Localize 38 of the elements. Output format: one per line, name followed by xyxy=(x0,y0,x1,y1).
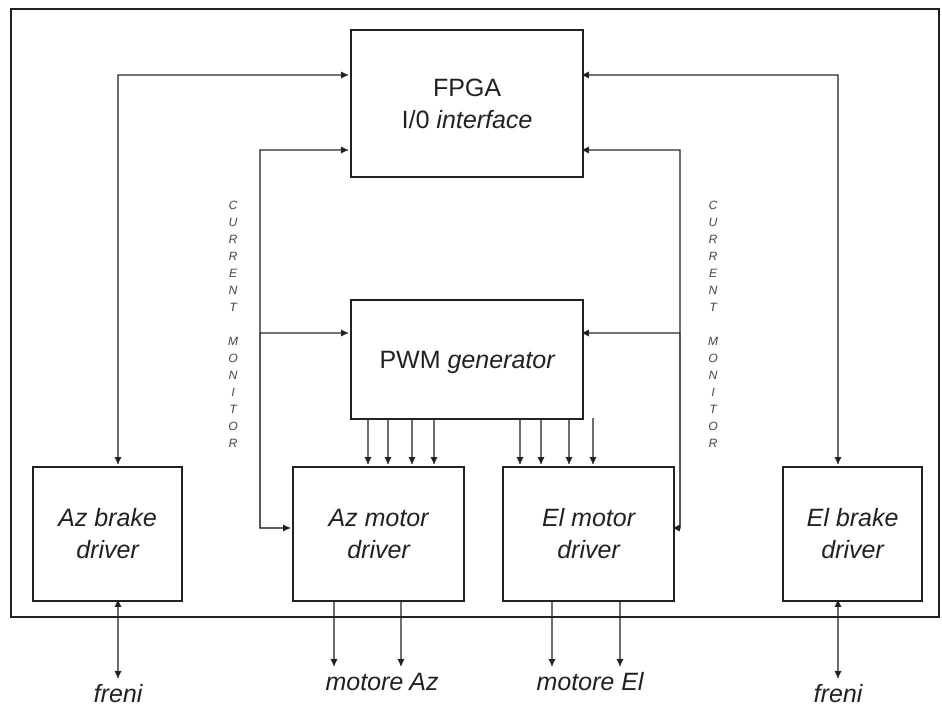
block-box xyxy=(350,29,584,178)
output-label: freni xyxy=(94,679,142,710)
output-label: motore Az xyxy=(325,667,438,698)
arrow xyxy=(114,72,348,464)
arrow xyxy=(430,418,438,464)
block-label: El brake driver xyxy=(806,503,900,566)
block-label: Az brake driver xyxy=(56,503,158,566)
arrow xyxy=(384,418,392,464)
arrow xyxy=(582,330,681,529)
block-label: Az motor driver xyxy=(326,503,430,566)
arrow xyxy=(590,418,596,464)
arrow xyxy=(330,600,338,666)
arrow xyxy=(566,418,572,464)
arrow xyxy=(548,600,556,666)
arrow xyxy=(398,600,404,666)
block-label: FPGA xyxy=(432,72,502,104)
board-outline xyxy=(10,8,940,618)
arrow xyxy=(408,418,416,464)
output-label: motore El xyxy=(536,667,644,698)
block-box xyxy=(350,299,584,420)
arrow xyxy=(616,600,624,666)
block-box xyxy=(502,466,675,602)
block-box xyxy=(32,466,183,602)
block-box xyxy=(292,466,465,602)
block-label: I/0 interface xyxy=(402,104,532,136)
arrow xyxy=(582,72,842,464)
block-label: El motor driver xyxy=(540,503,637,566)
block-label: PWM generator xyxy=(379,344,555,376)
arrow xyxy=(114,600,122,678)
arrow xyxy=(582,146,681,532)
arrow xyxy=(364,418,372,464)
output-label: freni xyxy=(814,679,862,710)
arrow xyxy=(259,146,348,532)
arrow xyxy=(259,330,348,529)
arrow xyxy=(834,600,842,678)
block-box xyxy=(782,466,923,602)
arrow xyxy=(516,418,524,464)
arrow xyxy=(538,418,544,464)
